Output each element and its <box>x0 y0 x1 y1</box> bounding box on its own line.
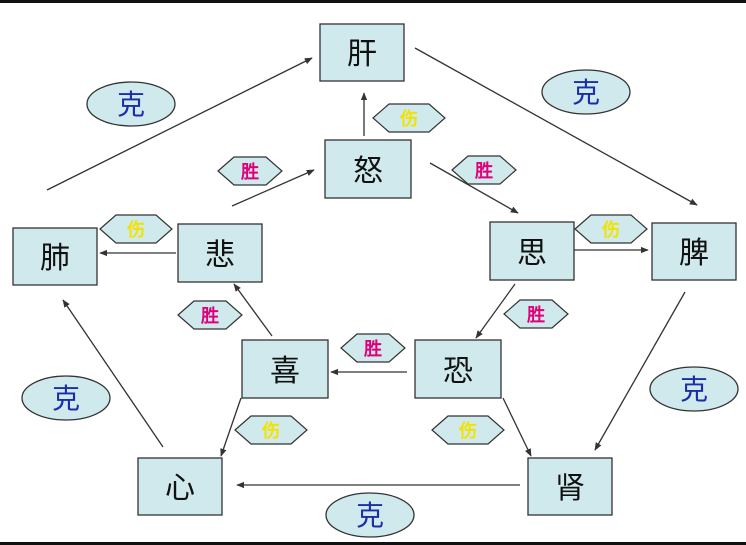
arrow-kong-to-shen <box>502 397 532 457</box>
arrow-bei-to-nu <box>231 169 315 207</box>
emotion-bei-label: 悲 <box>205 238 235 273</box>
shang-label: 伤 <box>399 108 418 130</box>
sheng-hex-bei-nu: 胜 <box>217 156 283 186</box>
arrow-si-to-kong <box>475 283 516 339</box>
top-border <box>0 0 746 3</box>
organ-xin: 心 <box>137 457 223 516</box>
organ-shen-label: 肾 <box>555 471 585 506</box>
organ-xin-label: 心 <box>165 471 195 506</box>
ke-oval-top-right: 克 <box>541 69 631 115</box>
shang-label: 伤 <box>601 219 620 241</box>
emotion-xi: 喜 <box>241 339 329 399</box>
shang-label: 伤 <box>126 219 145 241</box>
emotion-si: 思 <box>489 221 575 281</box>
organ-fei: 肺 <box>12 227 98 286</box>
sheng-hex-xi-bei: 胜 <box>177 300 243 330</box>
arrow-xi-to-xin <box>220 397 242 457</box>
ke-oval-bottom: 克 <box>325 492 415 538</box>
arrow-pi-to-shen <box>594 291 686 451</box>
arrow-fei-to-gan <box>46 57 313 191</box>
inner-arrows <box>99 92 649 457</box>
emotion-si-label: 思 <box>517 236 547 271</box>
shang-hex-si-pi: 伤 <box>574 214 648 244</box>
sheng-label: 胜 <box>241 162 259 183</box>
shang-label: 伤 <box>261 420 280 442</box>
ke-oval-top-left: 克 <box>86 81 176 127</box>
organ-gan: 肝 <box>319 23 405 82</box>
ke-label: 克 <box>52 382 80 415</box>
sheng-label: 胜 <box>527 305 545 326</box>
ke-oval-left: 克 <box>21 375 111 421</box>
shang-hex-xi-xin: 伤 <box>234 415 308 445</box>
sheng-label: 胜 <box>201 306 219 327</box>
organ-pi-label: 脾 <box>679 236 709 271</box>
bottom-border <box>0 542 746 545</box>
shang-label: 伤 <box>458 420 477 442</box>
shang-hex-kong-shen: 伤 <box>431 415 505 445</box>
arrow-xin-to-fei <box>62 299 164 448</box>
sheng-hex-kong-xi: 胜 <box>340 333 406 363</box>
ke-label: 克 <box>680 373 708 406</box>
arrow-xi-to-bei <box>233 283 273 337</box>
emotion-kong-label: 恐 <box>443 354 473 389</box>
ke-label: 克 <box>572 76 600 109</box>
organ-fei-label: 肺 <box>40 241 70 276</box>
emotion-bei: 悲 <box>177 223 263 283</box>
emotion-xi-label: 喜 <box>270 354 300 389</box>
sheng-hex-si-kong: 胜 <box>503 299 569 329</box>
organ-gan-label: 肝 <box>347 37 377 72</box>
shang-hex-nu-gan: 伤 <box>372 103 446 133</box>
ke-label: 克 <box>356 499 384 532</box>
sheng-label: 胜 <box>475 161 493 182</box>
organ-pi: 脾 <box>651 222 737 281</box>
emotion-nu-label: 怒 <box>353 154 383 189</box>
emotion-nu: 怒 <box>324 139 412 199</box>
emotion-kong: 恐 <box>414 339 502 399</box>
arrow-gan-to-pi <box>414 47 698 206</box>
sheng-hex-nu-si: 胜 <box>451 155 517 185</box>
organ-shen: 肾 <box>527 457 613 516</box>
arrow-nu-to-si <box>429 162 519 214</box>
sheng-label: 胜 <box>364 339 382 360</box>
ke-oval-right: 克 <box>649 366 739 412</box>
ke-label: 克 <box>117 88 145 121</box>
ke-arrows <box>46 47 698 489</box>
shang-hex-bei-fei: 伤 <box>99 214 173 244</box>
